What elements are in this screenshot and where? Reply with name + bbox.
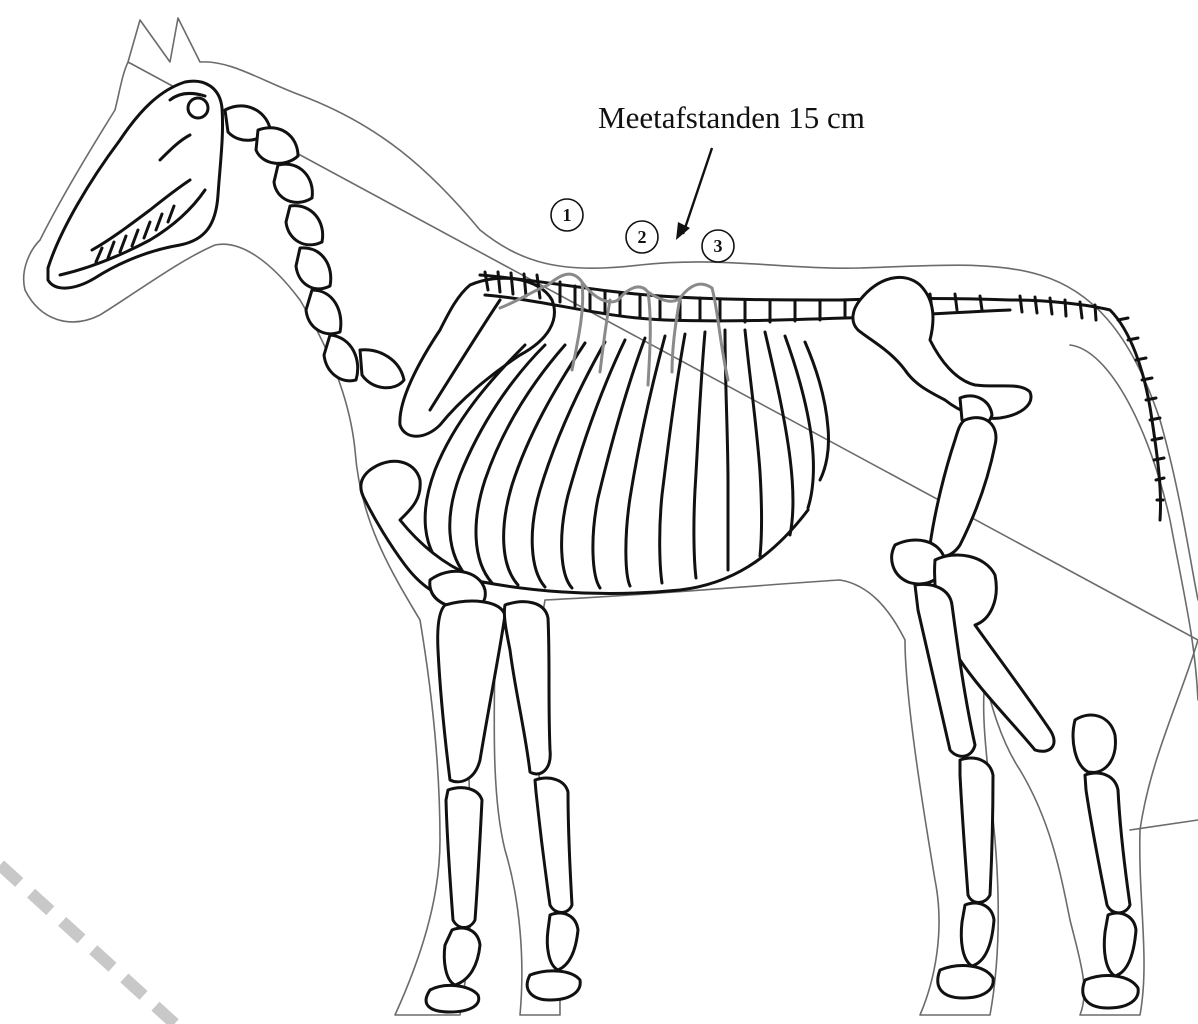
watermark-dashes — [0, 865, 175, 1024]
hind-cannon-far — [960, 758, 993, 902]
tail-segments — [1020, 296, 1164, 500]
background-tail-outline — [1070, 345, 1198, 700]
marker-2: 2 — [626, 221, 658, 253]
marker-1-label: 1 — [563, 205, 572, 225]
skull-eye-socket — [188, 98, 208, 118]
marker-3-label: 3 — [714, 236, 723, 256]
front-hoof-near — [426, 985, 479, 1012]
measurement-distance-label: Meetafstanden 15 cm — [598, 100, 865, 135]
front-pastern-near — [444, 928, 480, 985]
hind-cannon-near — [1085, 773, 1130, 913]
cervical-vertebrae — [225, 106, 404, 388]
front-pastern-far — [547, 913, 578, 970]
hind-pastern-near — [1104, 913, 1136, 976]
front-hoof-far — [527, 971, 580, 1000]
front-cannon-far — [535, 778, 572, 912]
hind-pastern-far — [961, 903, 994, 966]
annotation-arrow — [676, 148, 712, 240]
front-radius-far — [504, 602, 550, 774]
marker-1: 1 — [551, 199, 583, 231]
marker-3: 3 — [702, 230, 734, 262]
marker-2-label: 2 — [638, 227, 647, 247]
hock-joint — [1073, 715, 1115, 772]
hind-hoof-far — [938, 966, 993, 998]
hind-femur — [930, 418, 996, 557]
front-cannon-near — [446, 788, 482, 928]
hind-hoof-near — [1083, 976, 1138, 1008]
tail-vertebrae — [1010, 300, 1161, 520]
